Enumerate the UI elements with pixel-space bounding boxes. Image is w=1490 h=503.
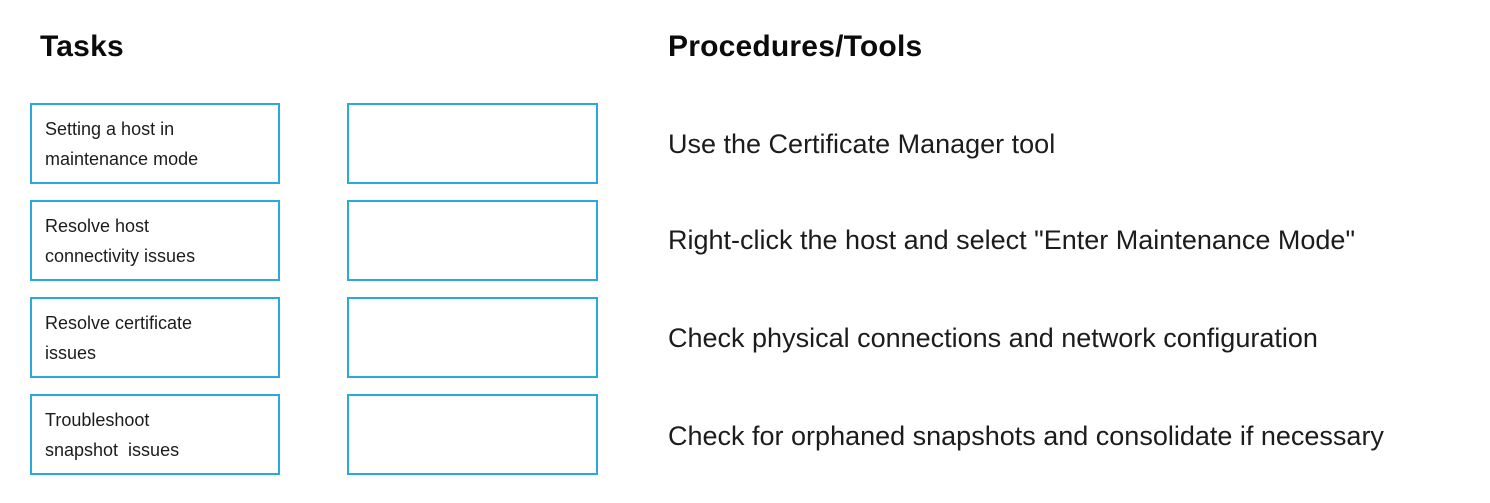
task-box-resolve-certificate: Resolve certificate issues [30, 297, 280, 378]
procedure-option-certificate-manager[interactable]: Use the Certificate Manager tool [668, 129, 1056, 159]
task-label-line: maintenance mode [45, 148, 199, 169]
drop-target-1[interactable] [347, 103, 598, 184]
task-label-line: connectivity issues [45, 245, 196, 266]
drop-target-4[interactable] [347, 394, 598, 475]
task-box-troubleshoot-snapshot: Troubleshoot snapshot issues [30, 394, 280, 475]
procedure-option-check-physical-connections[interactable]: Check physical connections and network c… [668, 323, 1318, 353]
task-label-line: issues [45, 342, 97, 363]
tasks-heading: Tasks [40, 30, 124, 63]
procedures-tools-heading: Procedures/Tools [668, 30, 923, 63]
procedure-option-check-orphaned-snapshots[interactable]: Check for orphaned snapshots and consoli… [668, 421, 1384, 451]
drop-target-3[interactable] [347, 297, 598, 378]
task-label-line: snapshot issues [45, 439, 180, 460]
task-label-line: Troubleshoot [45, 409, 150, 430]
task-box-setting-host-maintenance: Setting a host in maintenance mode [30, 103, 280, 184]
task-box-resolve-host-connectivity: Resolve host connectivity issues [30, 200, 280, 281]
drop-target-2[interactable] [347, 200, 598, 281]
task-label-line: Resolve host [45, 215, 150, 236]
task-label-line: Setting a host in [45, 118, 175, 139]
procedure-option-enter-maintenance-mode[interactable]: Right-click the host and select "Enter M… [668, 225, 1356, 255]
task-label-line: Resolve certificate [45, 312, 193, 333]
